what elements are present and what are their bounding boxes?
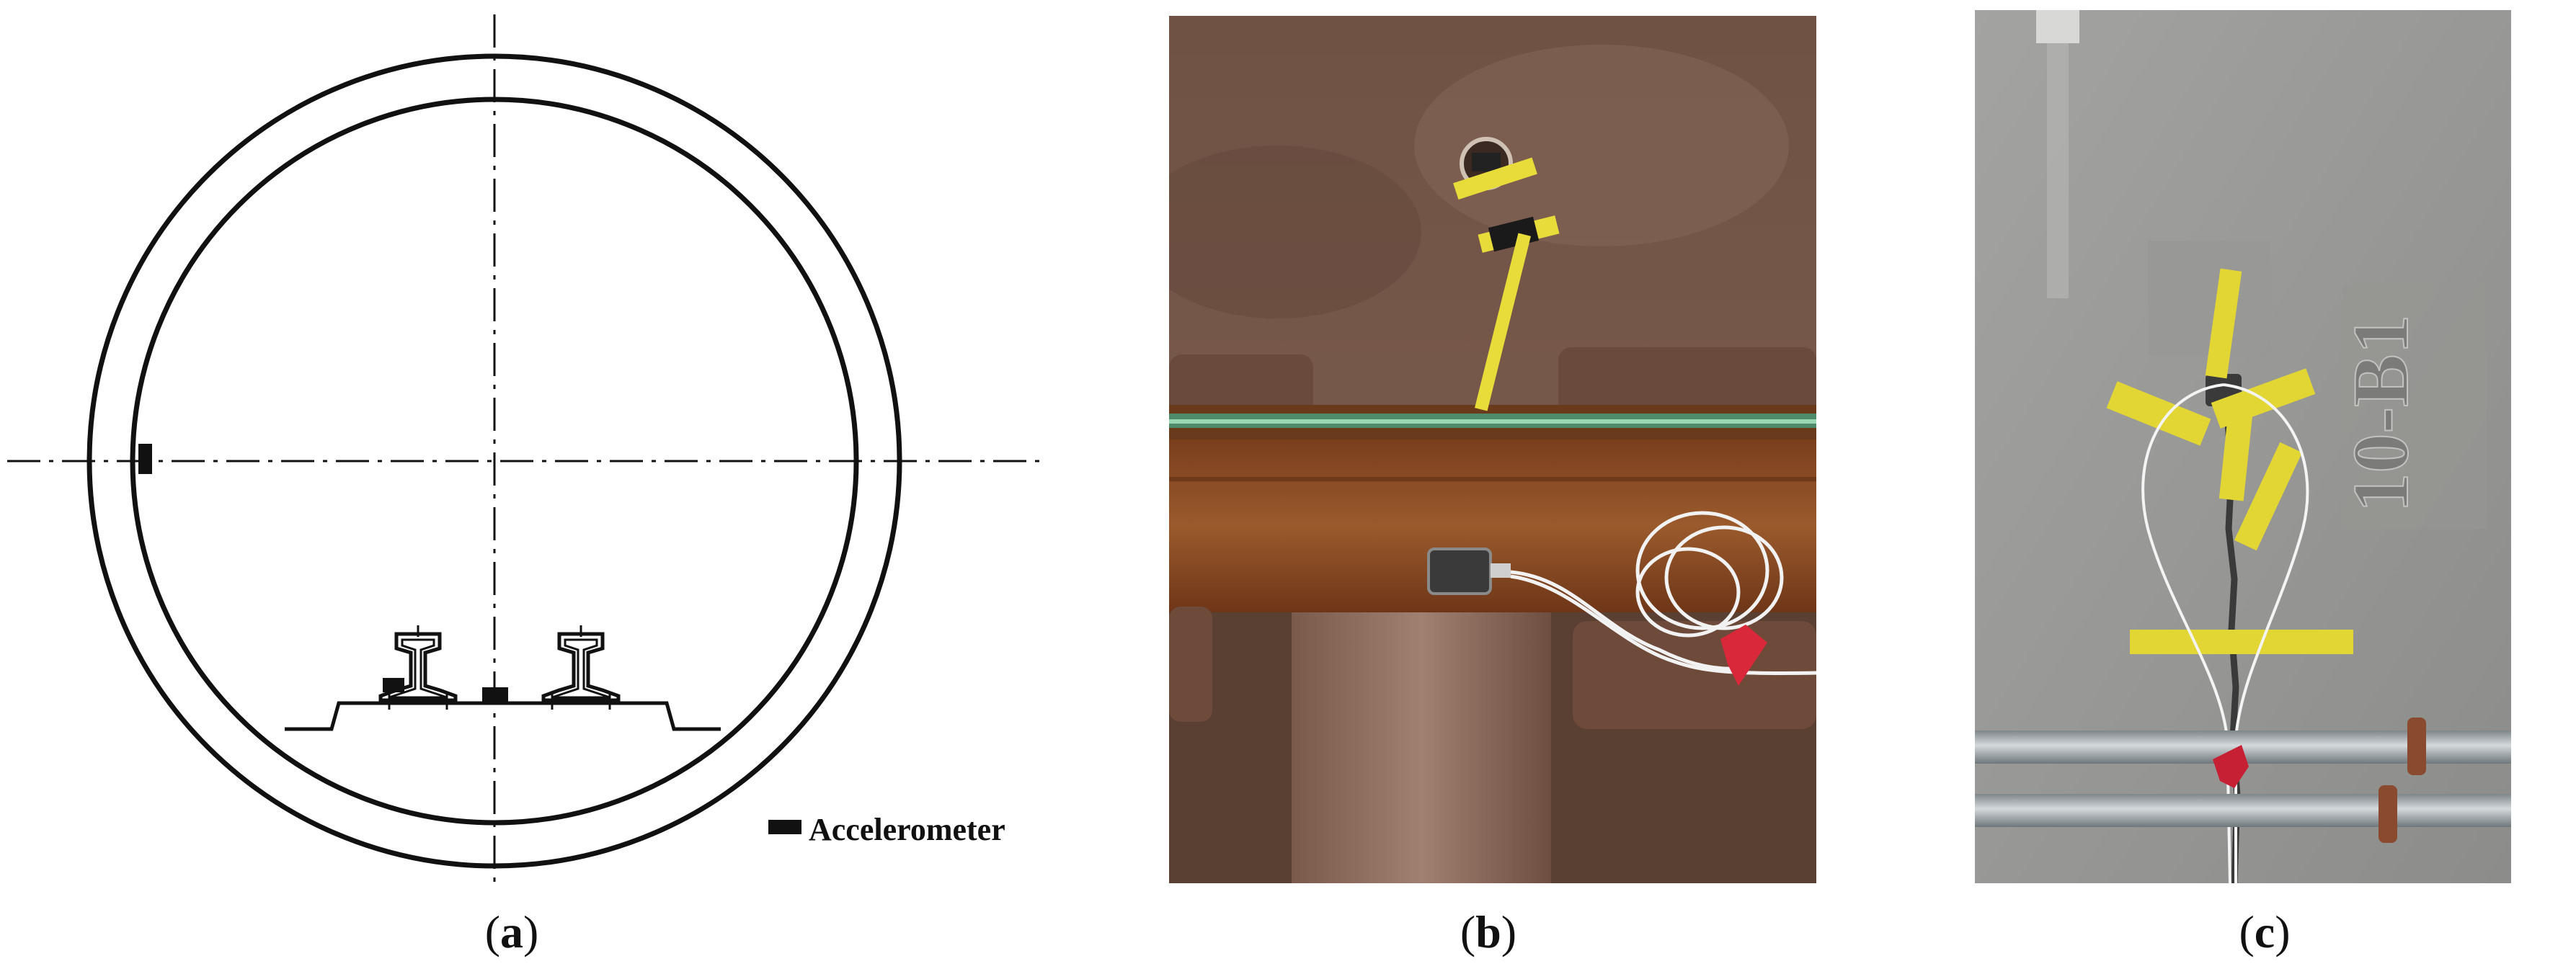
rail-sensor-photo xyxy=(1133,16,1817,883)
panel-c-photo: 10-B1 xyxy=(1975,10,2511,884)
rail-base xyxy=(1169,439,1816,612)
yellow-tape-c-4 xyxy=(2219,412,2253,501)
red-cable-tie-c xyxy=(2213,745,2249,788)
sensor-cable xyxy=(2141,383,2309,884)
tunnel-cross-section: Accelerometer xyxy=(7,14,1045,883)
caption-a: (a) xyxy=(484,906,539,957)
conduit-pipe-lower xyxy=(1975,794,2511,827)
rail-pad-right xyxy=(1558,347,1816,419)
caption-b: (b) xyxy=(1460,906,1517,957)
panel-b-photo xyxy=(1133,16,1817,883)
right-rail xyxy=(541,625,621,710)
accelerometer-track-bed xyxy=(482,687,508,702)
track-bed xyxy=(285,701,721,731)
yellow-tape-c-5 xyxy=(2234,442,2303,551)
sleeper xyxy=(1292,612,1551,883)
caption-c: (c) xyxy=(2239,906,2291,957)
yellow-tape-c-2 xyxy=(2106,381,2211,446)
tunnel-inner-ring xyxy=(130,97,859,826)
legend-accelerometer-label: Accelerometer xyxy=(809,812,1005,847)
yellow-tape-c-6 xyxy=(2130,630,2353,654)
panel-a-diagram: Accelerometer xyxy=(0,0,1081,901)
tunnel-outer-ring xyxy=(86,53,902,869)
accelerometer-tunnel-wall xyxy=(138,444,152,474)
legend-accelerometer-icon xyxy=(768,820,801,834)
yellow-tape-slab-1 xyxy=(1453,157,1537,200)
left-rail xyxy=(378,625,458,710)
yellow-tape-c-1 xyxy=(2205,268,2242,379)
rail-sensor xyxy=(1427,548,1492,595)
red-cable-tie xyxy=(1720,625,1767,686)
accelerometer-rail xyxy=(383,678,404,692)
sensor-cable-tape xyxy=(1475,233,1531,411)
top-bracket xyxy=(2036,10,2079,43)
wall-marking: 10-B1 xyxy=(2337,315,2425,513)
tunnel-wall-sensor-photo: 10-B1 xyxy=(1975,10,2511,884)
